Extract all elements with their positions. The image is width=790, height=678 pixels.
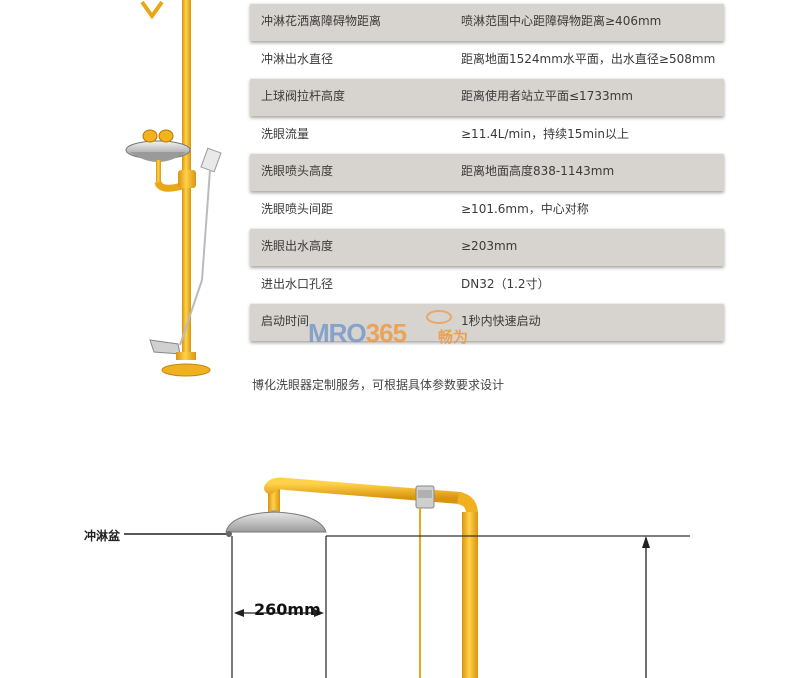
shower-head xyxy=(225,511,327,533)
watermark-number: 365 xyxy=(365,318,407,348)
pull-handle-icon xyxy=(140,0,164,20)
spec-label: 冲淋出水直径 xyxy=(261,51,334,66)
spec-value: 1秒内快速启动 xyxy=(461,314,541,328)
spec-label: 洗眼出水高度 xyxy=(261,239,334,253)
eyewash-shower-photo xyxy=(125,0,222,377)
spec-row: 洗眼流量 ≥11.4L/min，持续15min以上 xyxy=(250,116,724,154)
dimension-label-260: 260mm xyxy=(254,600,321,619)
foot-pedal xyxy=(149,339,181,355)
spec-value: 距离地面高度838-1143mm xyxy=(461,164,615,178)
watermark-swoosh-icon xyxy=(426,310,452,324)
spec-value: 喷淋范围中心距障碍物距离≥406mm xyxy=(461,14,662,28)
riser-pipe xyxy=(462,512,478,678)
spec-value: ≥11.4L/min，持续15min以上 xyxy=(461,126,630,141)
spec-label: 启动时间 xyxy=(261,314,310,328)
spec-row: 上球阀拉杆高度 距离使用者站立平面≤1733mm xyxy=(250,78,724,116)
spec-row: 洗眼出水高度 ≥203mm xyxy=(250,228,724,266)
watermark-brand: MRO xyxy=(308,318,367,348)
spec-row: 洗眼喷头间距 ≥101.6mm，中心对称 xyxy=(250,191,724,229)
spec-label: 洗眼喷头间距 xyxy=(261,201,334,216)
spec-label: 冲淋花洒离障碍物距离 xyxy=(261,14,382,28)
watermark-cn: 畅为 xyxy=(438,328,469,346)
spec-value: 距离使用者站立平面≤1733mm xyxy=(461,89,633,103)
spec-table: 冲淋花洒离障碍物距离 喷淋范围中心距障碍物距离≥406mm 冲淋出水直径 距离地面15… xyxy=(250,3,724,341)
spec-row: 冲淋出水直径 距离地面1524mm水平面，出水直径≥508mm xyxy=(250,41,724,79)
spec-label: 进出水口孔径 xyxy=(261,276,334,291)
spec-value: DN32（1.2寸） xyxy=(461,276,550,291)
shower-pan-label: 冲淋盆 xyxy=(84,529,121,543)
spec-row: 启动时间 1秒内快速启动 xyxy=(250,303,724,341)
spec-value: ≥101.6mm，中心对称 xyxy=(461,201,589,216)
shower-arm-pipe xyxy=(264,477,466,504)
spec-label: 洗眼流量 xyxy=(261,126,310,141)
spec-label: 上球阀拉杆高度 xyxy=(261,89,346,103)
spec-value: ≥203mm xyxy=(461,239,518,253)
spec-row: 进出水口孔径 DN32（1.2寸） xyxy=(250,266,724,304)
spec-label: 洗眼喷头高度 xyxy=(261,164,334,178)
shower-dimension-diagram xyxy=(124,477,690,678)
push-plate xyxy=(200,147,222,173)
watermark-logo: MRO365 xyxy=(308,318,407,349)
customization-note: 博化洗眼器定制服务，可根据具体参数要求设计 xyxy=(252,378,505,392)
spec-row: 洗眼喷头高度 距离地面高度838-1143mm xyxy=(250,153,724,191)
base-plate xyxy=(161,363,211,377)
spec-value: 距离地面1524mm水平面，出水直径≥508mm xyxy=(461,51,716,66)
spec-row: 冲淋花洒离障碍物距离 喷淋范围中心距障碍物距离≥406mm xyxy=(250,3,724,41)
